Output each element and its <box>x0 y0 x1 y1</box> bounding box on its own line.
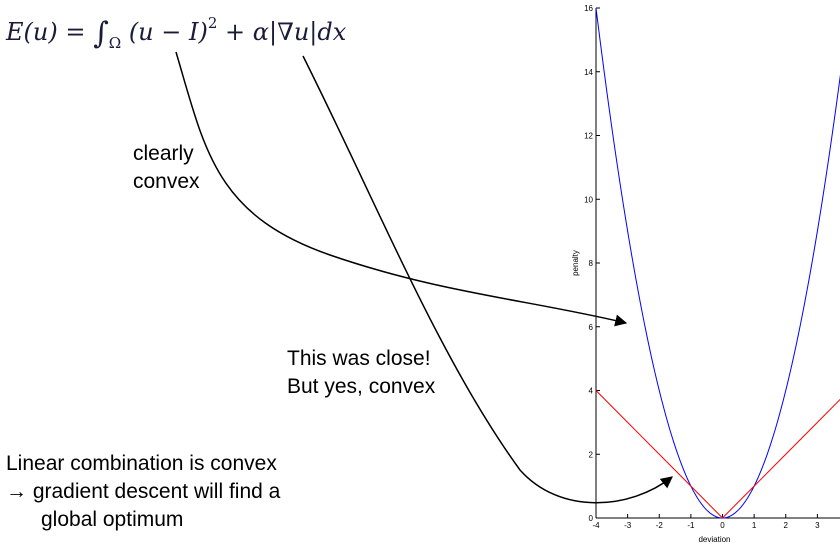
arrow-quadratic-term <box>175 51 628 327</box>
x-tick-label: -2 <box>656 521 664 530</box>
x-tick-label: 3 <box>815 521 820 530</box>
x-axis-title: deviation <box>698 535 730 544</box>
note-line: → gradient descent will find a <box>6 480 281 503</box>
formula-plus: + <box>225 18 246 46</box>
y-tick-label: 14 <box>584 68 593 77</box>
integral-domain: Ω <box>108 34 122 52</box>
series-line-absolute <box>595 390 840 519</box>
note-line: clearly <box>133 142 194 165</box>
note-conclusion: Linear combination is convex → gradient … <box>6 450 280 534</box>
x-tick-label: -4 <box>592 521 600 530</box>
note-clearly-convex: clearly convex <box>133 140 200 196</box>
integral-sign: ∫ <box>93 16 109 51</box>
note-close-convex: This was close! But yes, convex <box>287 345 435 401</box>
chart-series <box>595 7 840 519</box>
note-line: global optimum <box>41 508 184 531</box>
x-tick-label: 2 <box>784 521 789 530</box>
note-line: This was close! <box>287 347 431 370</box>
y-tick-label: 4 <box>589 387 594 396</box>
y-axis-title: penalty <box>571 250 580 276</box>
y-tick-label: 2 <box>589 450 594 459</box>
y-tick-label: 10 <box>584 195 593 204</box>
x-tick-label: -3 <box>624 521 632 530</box>
arrow-tv-term <box>302 55 673 504</box>
energy-formula: E(u) = ∫Ω (u − I)2 + α|∇u|dx <box>6 14 346 52</box>
note-line: convex <box>133 170 200 193</box>
note-line: But yes, convex <box>287 375 436 398</box>
note-line: Linear combination is convex <box>6 452 277 475</box>
data-term-exponent: 2 <box>207 14 218 32</box>
y-tick-label: 16 <box>584 4 593 13</box>
y-tick-label: 12 <box>584 132 593 141</box>
regularizer-term: α|∇u|dx <box>252 18 347 46</box>
series-line-quadratic <box>595 7 840 519</box>
y-tick-label: 6 <box>589 323 594 332</box>
y-tick-label: 8 <box>589 259 594 268</box>
formula-lhs: E(u) <box>6 18 58 46</box>
x-tick-label: -1 <box>687 521 695 530</box>
y-tick-label: 0 <box>589 514 594 523</box>
formula-equals: = <box>65 18 86 46</box>
data-term: (u − I) <box>128 18 208 46</box>
x-tick-label: 0 <box>720 521 725 530</box>
x-tick-label: 1 <box>752 521 757 530</box>
